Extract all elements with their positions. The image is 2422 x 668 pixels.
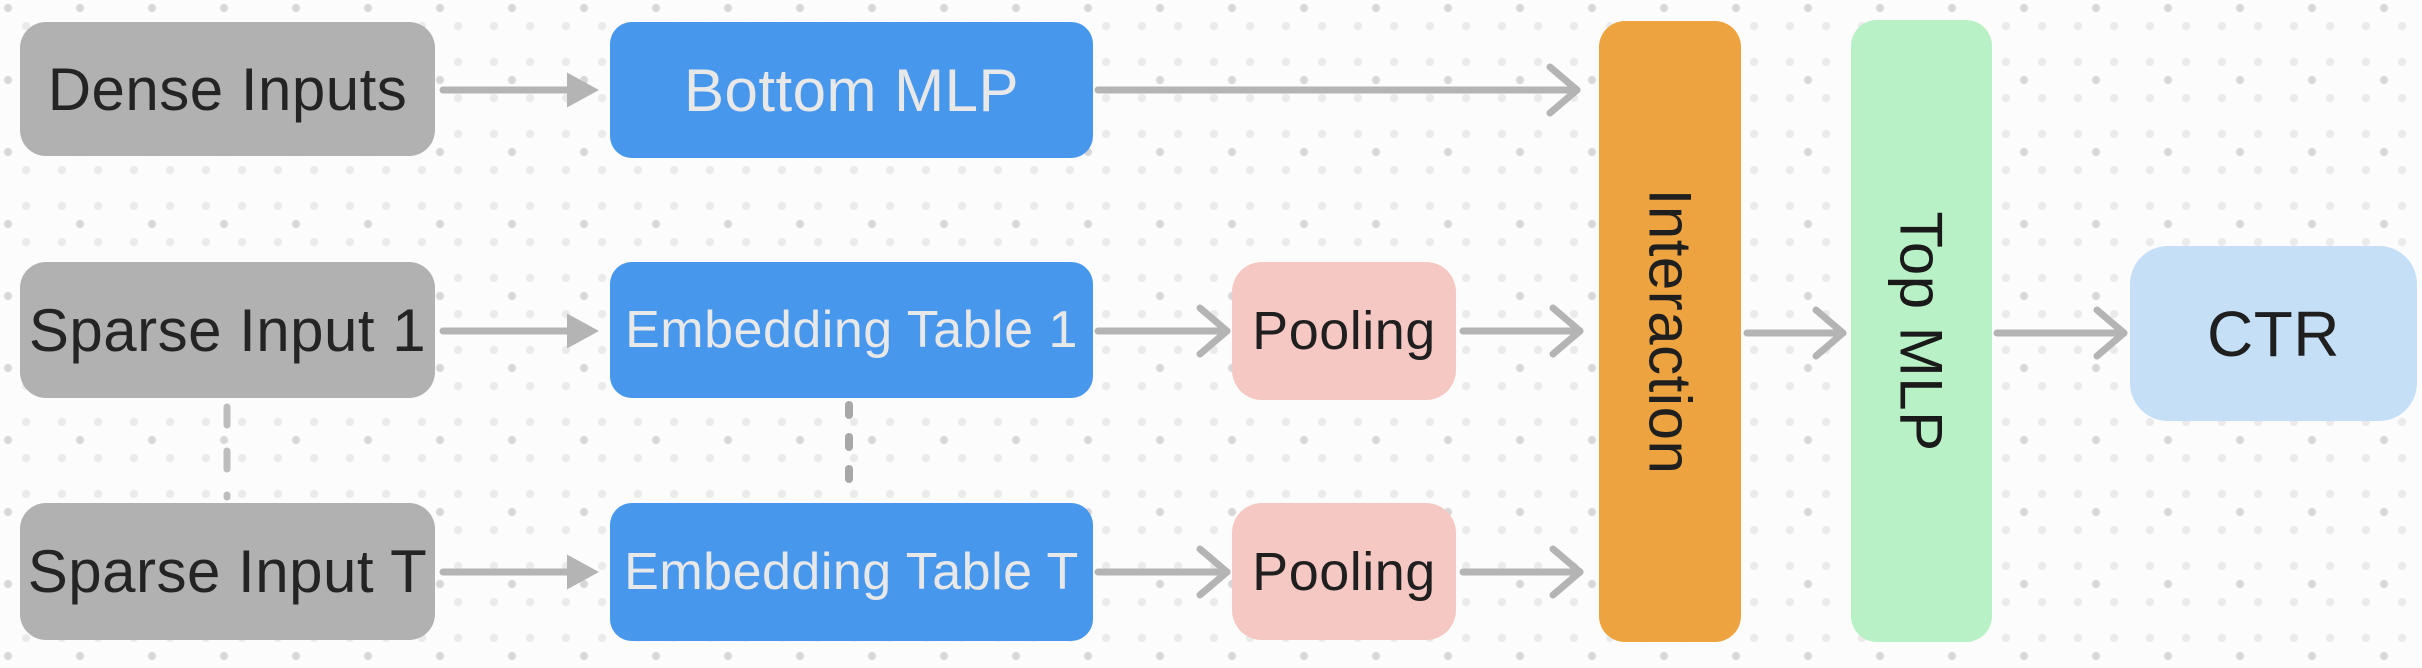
connector-embedding1-to-pooling1[interactable] bbox=[1094, 304, 1231, 358]
connector-embeddingt-to-poolingt[interactable] bbox=[1094, 545, 1231, 599]
node-label-pooling-t: Pooling bbox=[1252, 541, 1436, 602]
node-label-embedding-table-1: Embedding Table 1 bbox=[625, 301, 1078, 359]
node-embedding-table-t[interactable]: Embedding Table T bbox=[610, 503, 1093, 641]
connector-pooling1-to-interaction[interactable] bbox=[1459, 304, 1584, 358]
node-label-pooling-1: Pooling bbox=[1252, 301, 1436, 361]
node-label-top-mlp: Top MLP bbox=[1888, 210, 1955, 452]
node-label-ctr: CTR bbox=[2206, 297, 2341, 370]
node-sparse-input-t[interactable]: Sparse Input T bbox=[20, 503, 435, 640]
connector-sparset-to-embeddingt[interactable] bbox=[439, 554, 599, 590]
connector-poolingt-to-interaction[interactable] bbox=[1459, 545, 1584, 599]
node-embedding-table-1[interactable]: Embedding Table 1 bbox=[610, 262, 1093, 398]
node-pooling-1[interactable]: Pooling bbox=[1232, 262, 1456, 400]
node-sparse-input-1[interactable]: Sparse Input 1 bbox=[20, 262, 435, 398]
node-top-mlp[interactable]: Top MLP bbox=[1851, 20, 1992, 642]
node-bottom-mlp[interactable]: Bottom MLP bbox=[610, 22, 1093, 158]
node-label-embedding-table-t: Embedding Table T bbox=[624, 543, 1079, 601]
node-label-bottom-mlp: Bottom MLP bbox=[683, 56, 1020, 124]
node-pooling-t[interactable]: Pooling bbox=[1232, 503, 1456, 640]
connector-sparse1-to-embedding1[interactable] bbox=[439, 313, 599, 349]
node-dense-inputs[interactable]: Dense Inputs bbox=[20, 22, 435, 156]
connector-interaction-to-top-mlp[interactable] bbox=[1743, 306, 1847, 360]
node-label-sparse-input-1: Sparse Input 1 bbox=[28, 296, 427, 364]
node-label-sparse-input-t: Sparse Input T bbox=[27, 538, 428, 605]
node-label-interaction: Interaction bbox=[1636, 188, 1704, 475]
connector-dense-to-bottom-mlp[interactable] bbox=[439, 72, 599, 108]
node-interaction[interactable]: Interaction bbox=[1599, 21, 1741, 642]
node-ctr[interactable]: CTR bbox=[2130, 246, 2417, 421]
connector-top-mlp-to-ctr[interactable] bbox=[1993, 306, 2128, 360]
connector-bottom-mlp-to-interaction[interactable] bbox=[1094, 63, 1581, 117]
node-label-dense-inputs: Dense Inputs bbox=[47, 55, 408, 123]
